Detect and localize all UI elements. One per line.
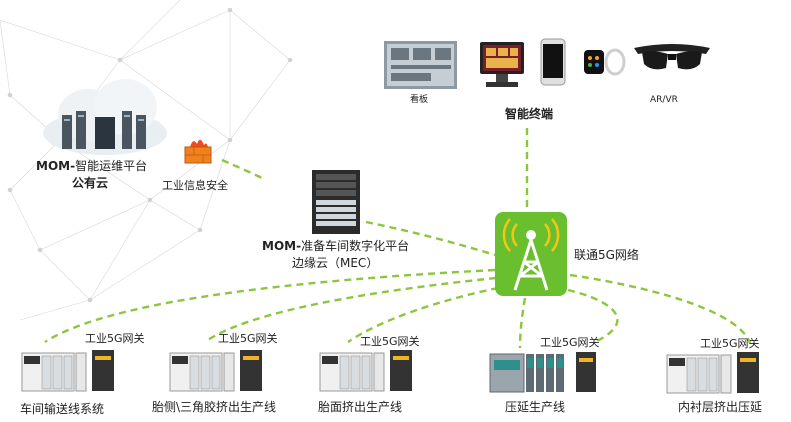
dashed-links bbox=[44, 128, 752, 349]
gateway-label-4: 工业5G网关 bbox=[540, 336, 600, 349]
smart-terminals-title: 智能终端 bbox=[505, 107, 554, 121]
desktop-terminal-icon bbox=[478, 40, 526, 90]
public-cloud-datacenter-icon bbox=[40, 75, 170, 160]
gateway-label-3: 工业5G网关 bbox=[360, 335, 420, 348]
gateway-device-icon bbox=[168, 348, 268, 393]
gateway-label-2: 工业5G网关 bbox=[218, 332, 278, 345]
smartwatch-icon bbox=[582, 44, 626, 80]
public-cloud-label: 公有云 bbox=[72, 176, 109, 190]
platform-label: MOM-智能运维平台 bbox=[36, 159, 148, 173]
kanban-label: 看板 bbox=[410, 95, 429, 105]
security-label: 工业信息安全 bbox=[162, 179, 228, 192]
edge-server-rack-icon bbox=[310, 168, 362, 236]
production-line-1: 车间输送线系统 bbox=[20, 402, 105, 416]
production-line-2: 胎侧\三角胶挤出生产线 bbox=[152, 400, 277, 414]
edge-cloud-label: 边缘云（MEC） bbox=[292, 256, 379, 270]
gateway-device-icon bbox=[665, 350, 765, 395]
smartphone-icon bbox=[540, 38, 566, 86]
production-line-4: 压延生产线 bbox=[505, 400, 566, 414]
plc-device-icon bbox=[488, 350, 600, 394]
gateway-device-icon bbox=[318, 348, 418, 393]
ar-vr-glasses-icon bbox=[632, 38, 712, 80]
production-line-3: 胎面挤出生产线 bbox=[318, 400, 403, 414]
5g-tower-icon bbox=[495, 212, 567, 296]
production-line-5: 内衬层挤出压延 bbox=[678, 400, 763, 414]
arvr-label: AR/VR bbox=[650, 95, 678, 105]
kanban-display-icon bbox=[383, 40, 458, 90]
gateway-label-5: 工业5G网关 bbox=[700, 337, 760, 350]
edge-platform-label: MOM-准备车间数字化平台 bbox=[262, 239, 410, 253]
background-mesh bbox=[0, 0, 293, 321]
gateway-device-icon bbox=[20, 348, 120, 393]
network-label: 联通5G网络 bbox=[574, 248, 639, 262]
gateway-label-1: 工业5G网关 bbox=[85, 332, 145, 345]
firewall-icon bbox=[180, 135, 216, 165]
